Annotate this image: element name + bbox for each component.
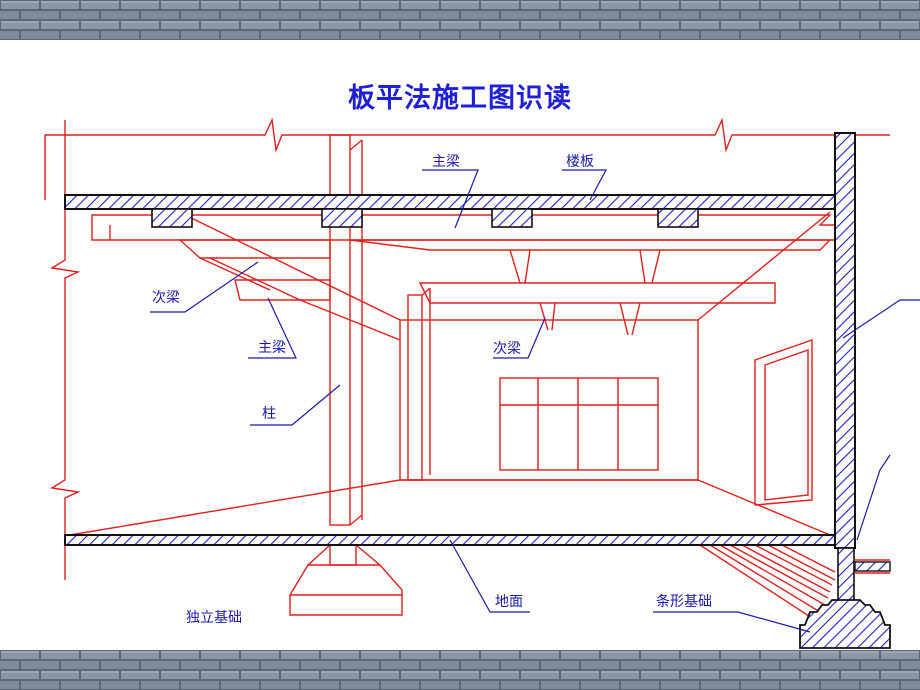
label-ground: 地面 [495,594,523,610]
label-main-beam-left: 主梁 [258,340,286,356]
page-title: 板平法施工图识读 [348,83,572,115]
floor-slab [64,194,839,228]
side-slab-stub [854,561,891,572]
building-section-diagram: 主梁 楼板 次梁 主梁 次梁 柱 地面 独立基础 条形基础 [44,117,920,649]
label-secondary-beam-center: 次梁 [493,341,521,357]
brick-band-bottom [0,650,920,690]
label-column: 柱 [262,406,276,422]
label-isolated-footing: 独立基础 [186,609,242,626]
structure-linework [44,117,890,621]
leader-lines [150,169,920,633]
exterior-wall [834,132,856,549]
label-strip-footing: 条形基础 [656,593,712,610]
label-secondary-beam-left: 次梁 [152,290,180,306]
label-main-beam-top: 主梁 [432,154,460,170]
brick-band-top [0,0,920,40]
exterior-wall-lower [837,547,855,604]
label-floor-slab: 楼板 [566,154,594,170]
strip-footing [799,599,891,649]
ground-slab [64,534,856,546]
